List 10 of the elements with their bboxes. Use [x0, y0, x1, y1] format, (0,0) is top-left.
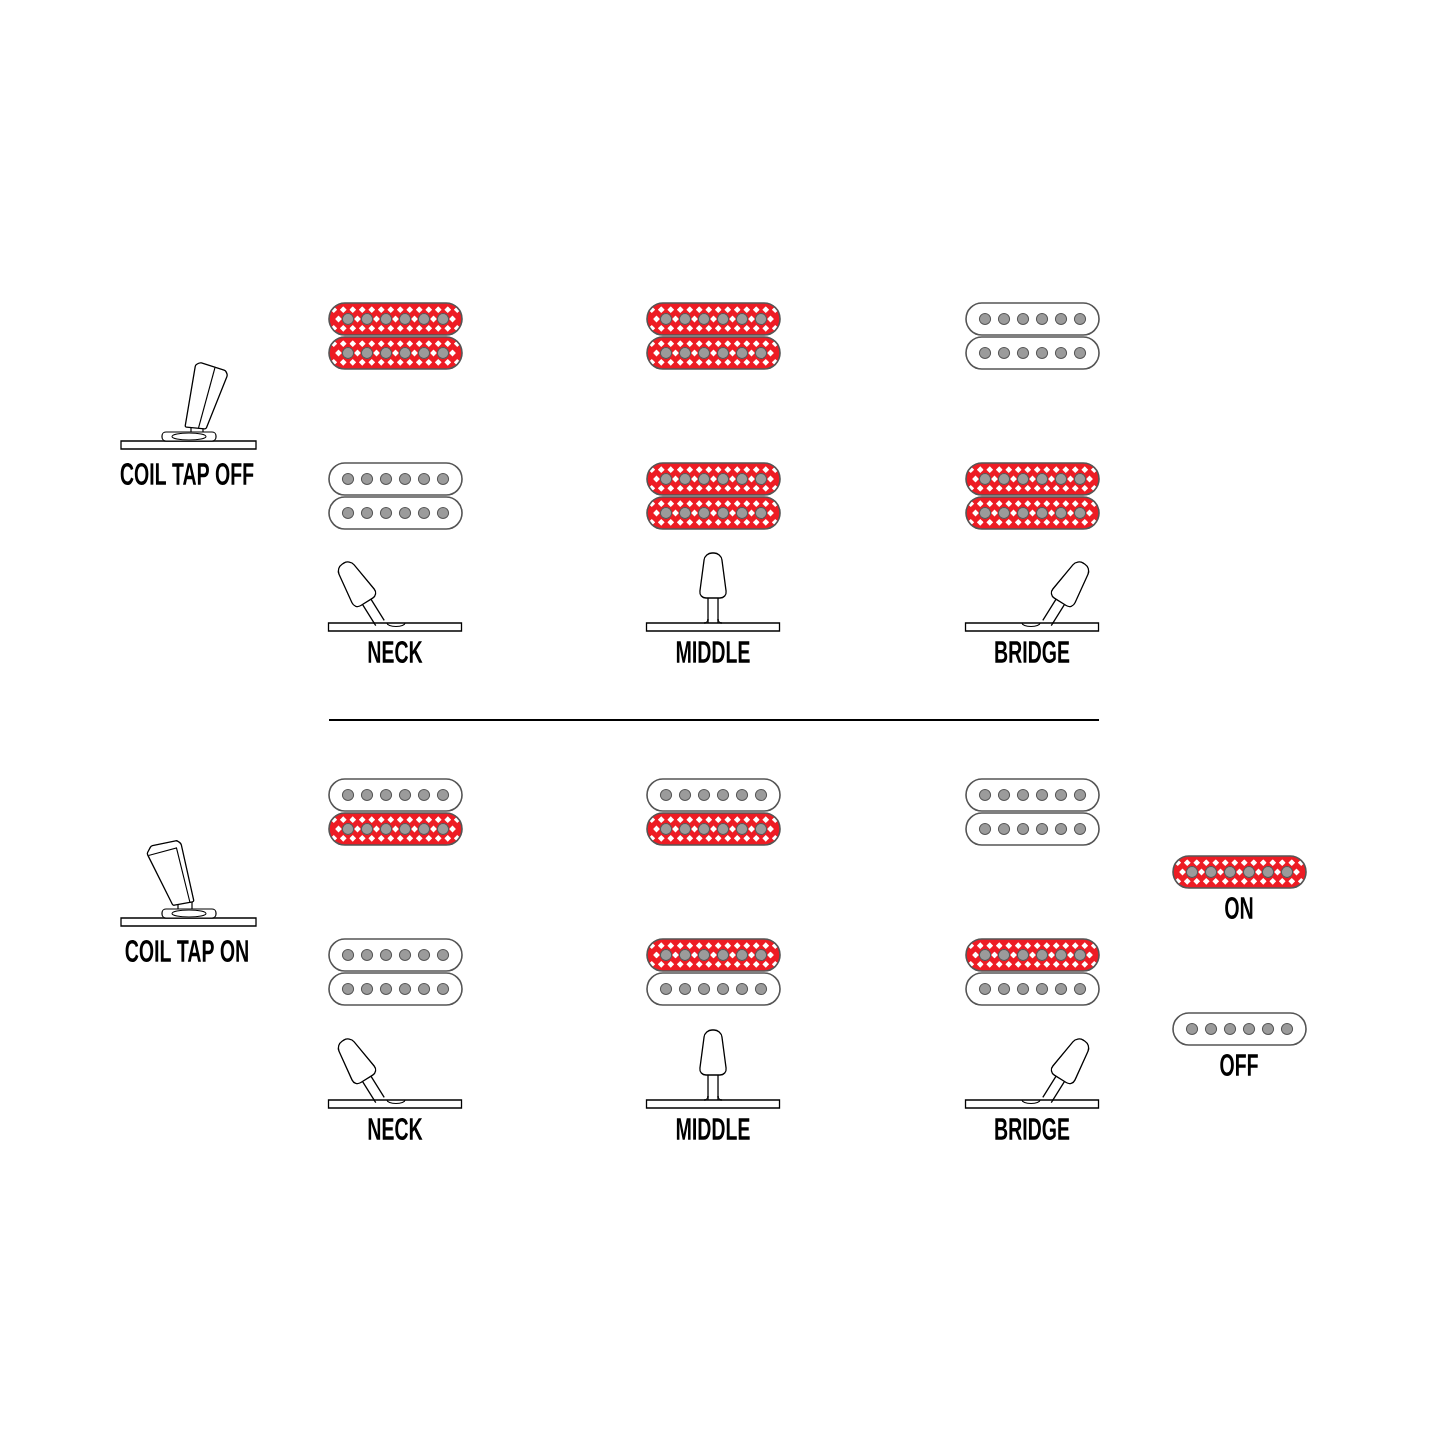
switch-label: COIL TAP OFF: [120, 463, 254, 485]
position-label: BRIDGE: [995, 641, 1070, 663]
position-label: MIDDLE: [676, 641, 750, 663]
position-label: NECK: [368, 641, 423, 663]
position-label: NECK: [368, 1118, 423, 1140]
position-label: MIDDLE: [676, 1118, 750, 1140]
legend-label: ON: [1225, 897, 1253, 919]
position-label: BRIDGE: [995, 1118, 1070, 1140]
switch-label: COIL TAP ON: [125, 940, 248, 962]
legend-label: OFF: [1220, 1054, 1258, 1076]
